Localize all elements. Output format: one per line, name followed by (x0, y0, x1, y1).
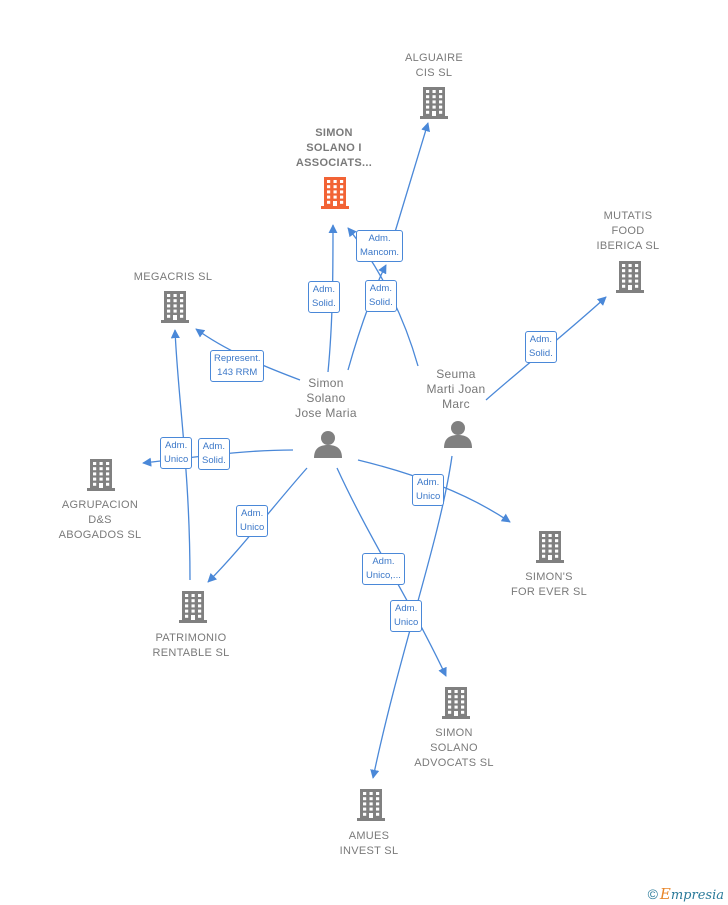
brand-footer: ©Empresia (648, 885, 724, 903)
relation-label-box[interactable]: Adm. Solid. (308, 281, 340, 313)
label-line: MEGACRIS SL (133, 271, 213, 283)
relation-label-line: Adm. (368, 233, 391, 244)
label-line: Jose Maria (295, 406, 357, 420)
label-line: Marti Joan (426, 382, 486, 396)
relation-label-line: Adm. (369, 283, 392, 294)
label-line: AGRUPACION (61, 499, 139, 511)
relation-label-line: Solid. (312, 298, 336, 309)
company-name-label[interactable]: AMUES INVEST SL (340, 829, 399, 859)
relation-label-line: Solid. (369, 297, 393, 308)
relation-label-line: Solid. (529, 348, 553, 359)
label-line: SIMON (435, 727, 473, 739)
label-line: ALGUAIRE (404, 52, 464, 64)
relation-label-line: Unico (394, 617, 419, 628)
company-icon[interactable] (357, 789, 385, 821)
relation-label-box[interactable]: Adm. Unico (390, 600, 423, 632)
relation-label-line: Adm. (372, 556, 395, 567)
main-company-icon[interactable] (321, 177, 349, 209)
label-line: ADVOCATS SL (414, 757, 494, 769)
company-name-label[interactable]: AGRUPACION D&S ABOGADOS SL (59, 498, 142, 543)
label-line: INVEST SL (339, 845, 399, 857)
brand-name: mpresia (670, 888, 724, 903)
label-line: SIMON'S (525, 571, 573, 583)
person-icon[interactable] (314, 431, 342, 458)
label-line: SOLANO (430, 742, 478, 754)
person-icon[interactable] (444, 421, 472, 448)
label-line: Solano (306, 391, 346, 405)
label-line: RENTABLE SL (152, 647, 230, 659)
relation-label-box[interactable]: Adm. Unico (160, 437, 193, 469)
company-icon[interactable] (161, 291, 189, 323)
label-line: ASSOCIATS... (295, 157, 373, 169)
relation-label-line: 143 RRM (217, 367, 258, 378)
relation-label-line: Solid. (202, 455, 226, 466)
label-line: Simon (308, 376, 344, 390)
label-line: PATRIMONIO (155, 632, 227, 644)
label-line: AMUES (348, 830, 390, 842)
company-icon[interactable] (87, 459, 115, 491)
label-line: FOR EVER SL (510, 586, 588, 598)
relation-label-line: Unico (416, 491, 441, 502)
label-line: IBERICA SL (596, 240, 660, 252)
relation-label-line: Adm. (395, 603, 418, 614)
label-line: Marc (442, 397, 470, 411)
relation-edge (394, 122, 430, 233)
company-name-label[interactable]: SIMON SOLANO I ASSOCIATS... (296, 126, 372, 171)
company-name-label[interactable]: PATRIMONIO RENTABLE SL (152, 631, 229, 661)
company-name-label[interactable]: MEGACRIS SL (134, 270, 213, 285)
relation-label-box[interactable]: Adm. Unico (236, 505, 269, 537)
relation-label-line: Unico (240, 522, 265, 533)
label-line: FOOD (611, 225, 645, 237)
label-line: D&S (88, 514, 112, 526)
company-icon[interactable] (616, 261, 644, 293)
relation-label-box[interactable]: Adm. Solid. (198, 438, 230, 470)
brand-initial: E (659, 885, 671, 903)
relation-label-box[interactable]: Adm. Unico,... (362, 553, 405, 585)
company-name-label[interactable]: SIMON'S FOR EVER SL (511, 570, 587, 600)
relation-label-box[interactable]: Adm. Mancom. (356, 230, 404, 262)
relation-label-box[interactable]: Adm. Unico (412, 474, 445, 506)
label-line: SIMON (315, 127, 353, 139)
company-name-label[interactable]: SIMON SOLANO ADVOCATS SL (414, 726, 494, 771)
relation-label-line: Adm. (312, 284, 335, 295)
relation-label-line: Adm. (165, 440, 188, 451)
relation-label-line: Adm. (241, 508, 264, 519)
copyright-icon: © (647, 886, 658, 902)
relation-label-line: Adm. (417, 477, 440, 488)
relation-label-line: Unico (164, 454, 189, 465)
relation-label-line: Adm. (529, 334, 552, 345)
label-line: SOLANO I (306, 142, 362, 154)
company-name-label[interactable]: MUTATIS FOOD IBERICA SL (597, 209, 660, 254)
relation-label-line: Represent. (214, 353, 261, 364)
company-icon[interactable] (442, 687, 470, 719)
company-name-label[interactable]: ALGUAIRE CIS SL (405, 51, 463, 81)
company-icon[interactable] (536, 531, 564, 563)
relation-label-line: Adm. (202, 441, 225, 452)
label-line: MUTATIS (603, 210, 653, 222)
relation-label-box[interactable]: Adm. Solid. (365, 280, 397, 312)
relation-label-line: Mancom. (360, 247, 400, 258)
relation-label-line: Unico,... (366, 570, 401, 581)
relation-label-box[interactable]: Adm. Solid. (525, 331, 557, 363)
label-line: Seuma (436, 367, 476, 381)
company-icon[interactable] (179, 591, 207, 623)
relation-label-box[interactable]: Represent. 143 RRM (210, 350, 265, 382)
label-line: ABOGADOS SL (58, 529, 142, 541)
company-icon[interactable] (420, 87, 448, 119)
label-line: CIS SL (415, 67, 453, 79)
